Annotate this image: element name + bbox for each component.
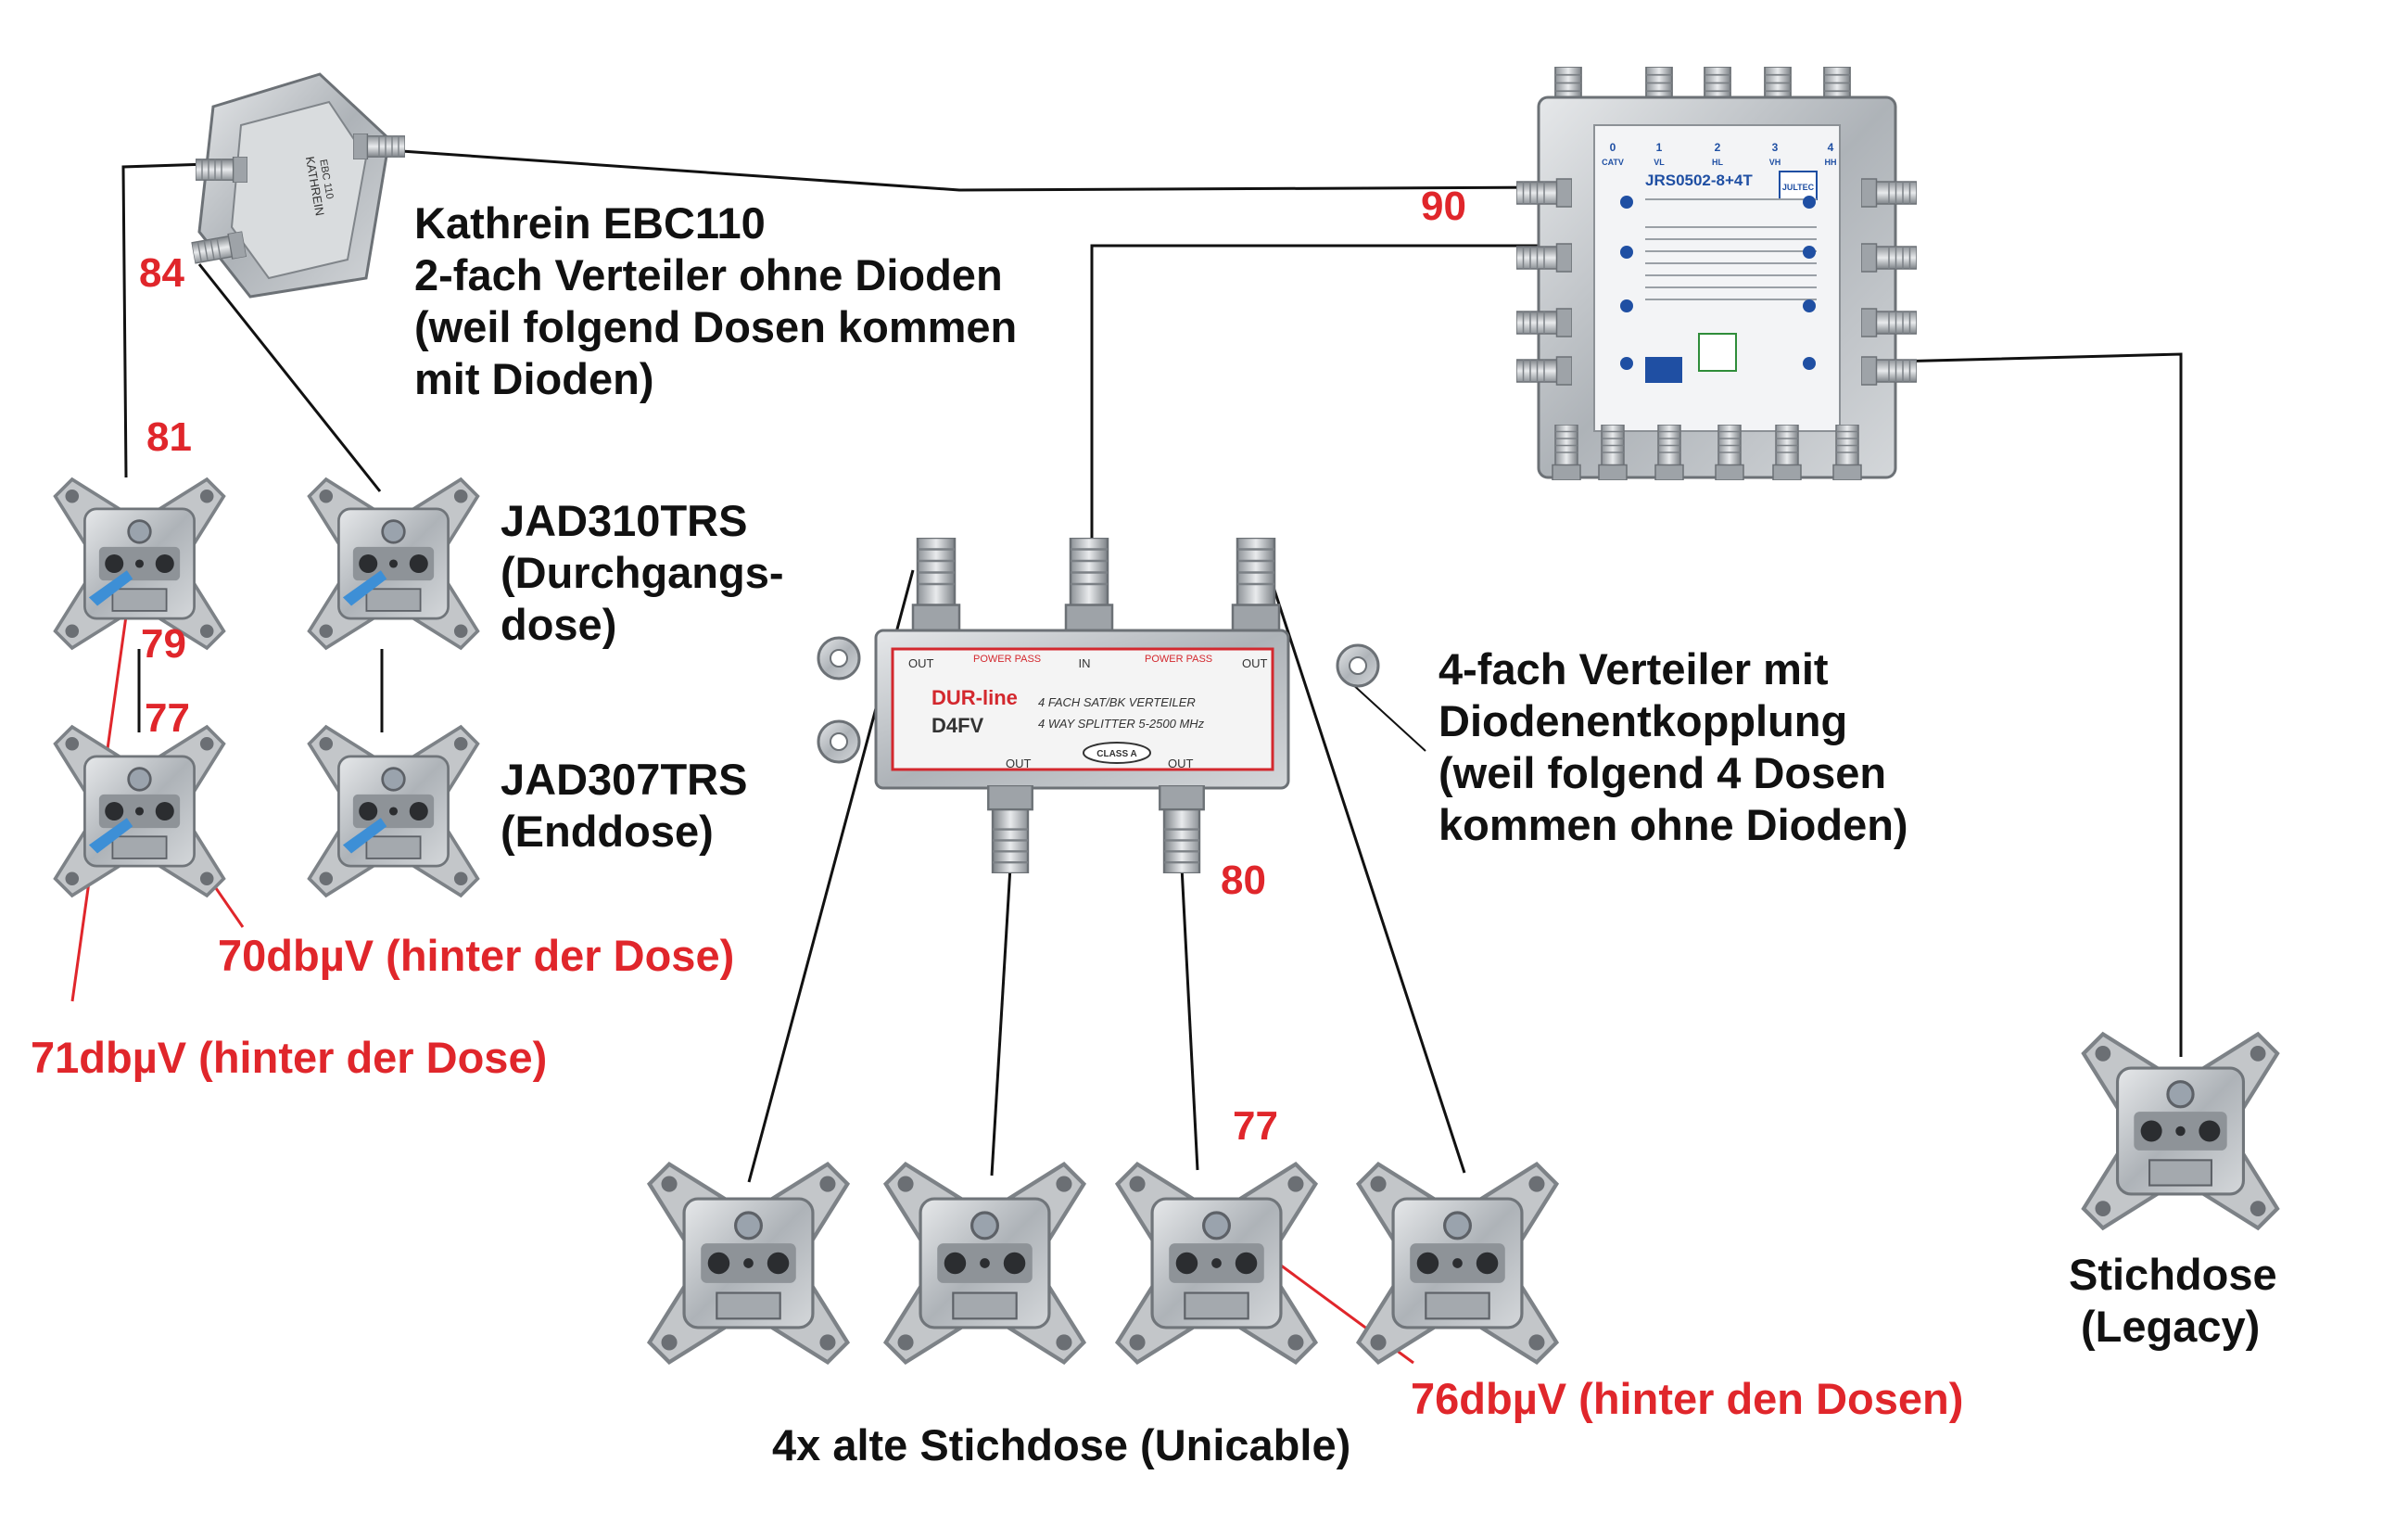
- splitter-out-right-text: OUT: [1242, 656, 1268, 670]
- kathrein-desc-line1: 2-fach Verteiler ohne Dioden: [414, 250, 1003, 299]
- splitter-out-left-text: OUT: [908, 656, 934, 670]
- ms-bottom-connector-5: [1772, 425, 1802, 480]
- kathrein-ebc110-splitter: KATHREIN EBC 110: [190, 72, 405, 299]
- multiswitch-spec-lines: [1645, 198, 1817, 300]
- ms-model-text: JRS0502-8+4T: [1645, 172, 1753, 189]
- legacy-label-line1: Stichdose: [2069, 1250, 2277, 1299]
- jad307-label-line2: (Enddose): [501, 807, 714, 856]
- ms-right-connector-b: [1861, 243, 1917, 273]
- splitter-power-pass-left: POWER PASS: [973, 654, 1041, 665]
- level-79: 79: [141, 621, 186, 667]
- level-90: 90: [1421, 184, 1466, 229]
- ms-left-connector-d: [1516, 356, 1572, 386]
- splitter-bottom-connectors: [986, 785, 1206, 873]
- splitter-out-bottom-left-text: OUT: [1006, 757, 1032, 770]
- ms-left-connector-c: [1516, 308, 1572, 337]
- socket-unicable-4: [1359, 1164, 1557, 1363]
- kathrein-out1-connector: [196, 157, 247, 183]
- splitter-out-bottom-right-text: OUT: [1168, 757, 1194, 770]
- ms-port-label-2: 2: [1715, 141, 1721, 154]
- socket-unicable-2: [886, 1164, 1084, 1363]
- splitter-label-line1: 4-fach Verteiler mit: [1438, 644, 1829, 693]
- socket-jad310-left: [56, 479, 224, 648]
- splitter-top-connectors: [911, 538, 1281, 630]
- socket-jad307-left: [56, 727, 224, 896]
- multiswitch-port-arrows: [1620, 196, 1816, 370]
- jad310-label-line2: (Durchgangs-: [501, 548, 784, 597]
- splitter-desc2-text: 4 WAY SPLITTER 5-2500 MHz: [1038, 717, 1205, 731]
- splitter-label-line2: Diodenentkopplung: [1438, 696, 1848, 745]
- splitter-label-line3: (weil folgend 4 Dosen: [1438, 748, 1887, 797]
- level-81: 81: [146, 414, 192, 460]
- kathrein-in-connector: [353, 134, 405, 159]
- multiswitch-port-numbers: 0 1 2 3 4 CATV VL HL VH HH: [1602, 141, 1836, 167]
- ms-band-label-4: HH: [1825, 158, 1837, 167]
- ms-band-label-1: VL: [1654, 158, 1665, 167]
- splitter-top-left-connector: [911, 538, 961, 630]
- ms-brand-text: JULTEC: [1782, 183, 1815, 192]
- jad307-label-line1: JAD307TRS: [501, 755, 748, 804]
- level-77-unicable: 77: [1233, 1103, 1278, 1149]
- socket-unicable-1: [650, 1164, 848, 1363]
- cable-splitter-to-socket-2: [990, 866, 1012, 1177]
- durline-d4fv-splitter: OUT IN OUT POWER PASS POWER PASS DUR-lin…: [817, 538, 1380, 873]
- socket-jad307-right: [310, 727, 478, 896]
- splitter-model-text: D4FV: [932, 714, 984, 737]
- level-80: 80: [1221, 858, 1266, 903]
- jad310-label-line3: dose): [501, 600, 617, 649]
- measurement-71-label: 71dbµV (hinter der Dose): [31, 1033, 548, 1082]
- cable-kathrein-to-multiswitch: [361, 146, 1558, 192]
- level-84: 84: [139, 250, 184, 296]
- socket-legacy: [2084, 1034, 2277, 1227]
- ms-band-label-2: HL: [1712, 158, 1723, 167]
- ms-bottom-connector-6: [1832, 425, 1862, 480]
- cable-multiswitch-to-legacy: [1892, 352, 2183, 1057]
- cable-splitter-to-socket-4: [1266, 569, 1466, 1174]
- ms-right-connector-d: [1861, 356, 1917, 386]
- ms-band-label-3: VH: [1769, 158, 1781, 167]
- jad310-label-line1: JAD310TRS: [501, 496, 748, 545]
- ms-right-connector-a: [1861, 178, 1917, 208]
- socket-jad310-right: [310, 479, 478, 648]
- ms-band-label-0: CATV: [1602, 158, 1624, 167]
- cable-kathrein-to-jad310-right: [197, 263, 382, 492]
- ms-port-label-3: 3: [1772, 141, 1779, 154]
- kathrein-desc-line3: mit Dioden): [414, 354, 654, 403]
- multiswitch-jrs0502: 0 1 2 3 4 CATV VL HL VH HH JRS0502-8+4T …: [1516, 67, 1917, 480]
- splitter-desc1-text: 4 FACH SAT/BK VERTEILER: [1038, 695, 1196, 709]
- splitter-class-text: CLASS A: [1096, 749, 1137, 759]
- splitter-out-connector-2: [1158, 785, 1206, 873]
- socket-unicable-3: [1118, 1164, 1316, 1363]
- kathrein-desc-line2: (weil folgend Dosen kommen: [414, 302, 1018, 351]
- ms-bottom-connector-4: [1715, 425, 1744, 480]
- ms-left-connector-b: [1516, 243, 1572, 273]
- splitter-in-text: IN: [1079, 656, 1091, 670]
- ms-bottom-connector-1: [1552, 425, 1581, 480]
- wall-sockets: [56, 479, 2277, 1362]
- splitter-top-right-connector: [1231, 538, 1281, 630]
- ms-bottom-connector-3: [1654, 425, 1684, 480]
- splitter-in-connector: [1064, 538, 1114, 630]
- unicable-label: 4x alte Stichdose (Unicable): [772, 1420, 1351, 1469]
- splitter-label-line4: kommen ohne Dioden): [1438, 800, 1908, 849]
- ms-bottom-connector-2: [1598, 425, 1628, 480]
- measurement-76-label: 76dbµV (hinter den Dosen): [1411, 1374, 1964, 1423]
- splitter-power-pass-right: POWER PASS: [1145, 654, 1212, 665]
- level-77-left: 77: [145, 695, 190, 741]
- cable-kathrein-to-jad310-left: [121, 162, 209, 478]
- splitter-brand-text: DUR-line: [932, 686, 1018, 709]
- cable-multiswitch-to-splitter: [1090, 244, 1543, 538]
- legacy-label-line2: (Legacy): [2081, 1302, 2261, 1351]
- ms-port-label-0: 0: [1610, 141, 1616, 154]
- kathrein-name-label: Kathrein EBC110: [414, 198, 766, 248]
- cable-splitter-to-socket-3: [1180, 866, 1199, 1171]
- splitter-out-connector-1: [986, 785, 1034, 873]
- ms-left-connector-a: [1516, 178, 1572, 208]
- ms-port-label-4: 4: [1828, 141, 1834, 154]
- ms-right-connector-c: [1861, 308, 1917, 337]
- measurement-70-label: 70dbµV (hinter der Dose): [218, 931, 735, 980]
- ms-port-label-1: 1: [1656, 141, 1663, 154]
